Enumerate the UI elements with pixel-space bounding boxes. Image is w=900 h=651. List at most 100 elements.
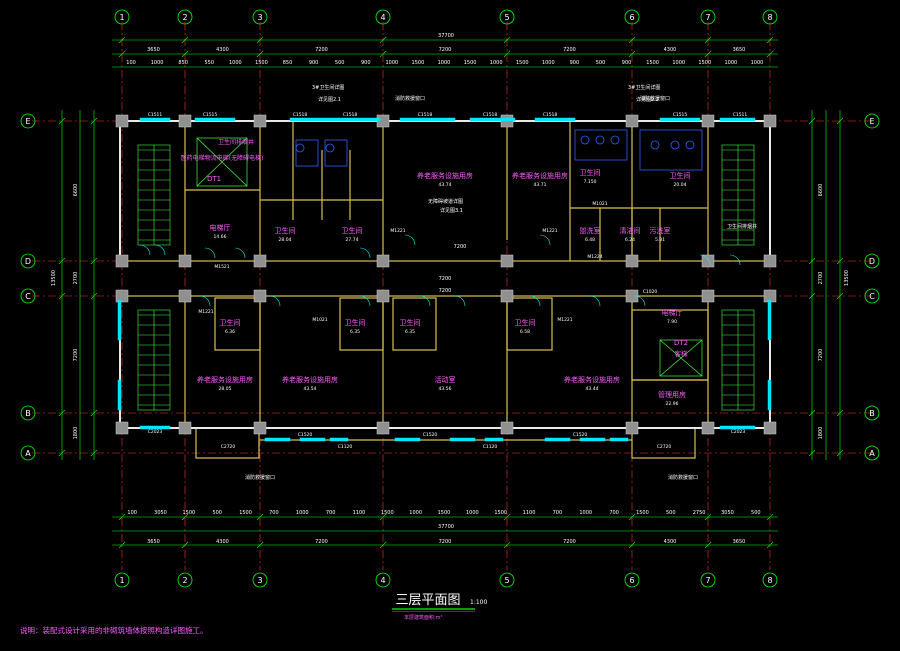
dim-bottom-bay-5: 4300 <box>664 539 677 545</box>
drawing-scale: 1:100 <box>470 599 487 606</box>
room-name-3: 养老服务设施用房 <box>417 171 473 180</box>
dim-top-detail-1: 1000 <box>151 60 164 66</box>
label-window-c2720-b: C2720 <box>657 444 672 450</box>
room-name-10: 卫生间 <box>220 318 241 327</box>
title-block: 三层平面图 1:100 本层建筑面积:m² <box>392 593 487 621</box>
dim-bottom-detail-16: 1000 <box>579 510 592 516</box>
room-name-18: 养老服务设施用房 <box>564 375 620 384</box>
axis-label-col-2-bottom: 2 <box>182 576 187 585</box>
label-shaft-1: 卫生间排烟井 <box>218 138 254 146</box>
label-fire-window-2: 消防救援窗口 <box>245 474 275 481</box>
room-area-8: 6.24 <box>625 237 635 243</box>
dim-bottom-detail-15: 700 <box>553 510 563 516</box>
room-area-6: 20.04 <box>674 182 687 188</box>
dim-bottom-bay-2: 7200 <box>315 539 328 545</box>
axis-label-col-4-bottom: 4 <box>380 576 385 585</box>
label-window-c1518-c: C1518 <box>418 112 433 118</box>
dim-left-2: 2700 <box>73 272 79 285</box>
axis-label-col-4-top: 4 <box>380 13 385 22</box>
room-area-0: 28.04 <box>279 237 292 243</box>
dim-top-detail-11: 1500 <box>412 60 425 66</box>
room-area-1: 27.74 <box>346 237 359 243</box>
windows <box>117 117 772 442</box>
structural-columns <box>115 114 777 435</box>
label-ref-1: 3#卫生间详图 <box>312 84 344 91</box>
dim-right-4: 1800 <box>818 427 824 440</box>
label-fire-window-4: 消防救援窗口 <box>640 95 670 102</box>
label-window-c1518-b: C1518 <box>343 112 358 118</box>
dim-bottom-detail-19: 500 <box>666 510 676 516</box>
room-name-11: 卫生间 <box>345 318 366 327</box>
room-name-16: 养老服务设施用房 <box>282 375 338 384</box>
dim-top-detail-21: 1000 <box>672 60 685 66</box>
label-window-c2023-a: C2023 <box>148 429 163 435</box>
dim-top-detail-10: 1000 <box>385 60 398 66</box>
room-area-3: 43.74 <box>439 182 452 188</box>
dim-top-detail-5: 1500 <box>255 60 268 66</box>
dim-top-detail-16: 1000 <box>542 60 555 66</box>
room-area-19: 22.96 <box>666 401 679 407</box>
dim-top-detail-6: 850 <box>283 60 293 66</box>
axis-label-col-8-top: 8 <box>767 13 772 22</box>
dim-bottom-detail-6: 1000 <box>296 510 309 516</box>
dim-corridor-0: 7200 <box>439 276 452 282</box>
label-window-c1120-a: C1120 <box>338 444 353 450</box>
label-dt2: DT2 <box>674 339 688 347</box>
dim-top-detail-20: 1500 <box>646 60 659 66</box>
label-window-c1020: C1020 <box>643 289 658 295</box>
elevator-dt2 <box>659 339 703 377</box>
door-swings <box>139 234 741 307</box>
dim-top-detail-17: 900 <box>570 60 580 66</box>
label-dt1: DT1 <box>207 175 221 183</box>
stair-left-south <box>137 309 171 411</box>
dim-bottom-detail-8: 1100 <box>353 510 366 516</box>
dim-top-detail-0: 100 <box>126 60 136 66</box>
axis-label-row-B-right: B <box>869 409 875 418</box>
dim-bottom-detail-12: 1000 <box>466 510 479 516</box>
room-area-7: 6.48 <box>585 237 595 243</box>
room-name-6: 卫生间 <box>670 171 691 180</box>
room-name-8: 清洁间 <box>620 226 641 235</box>
room-area-15: 28.05 <box>219 386 232 392</box>
room-name-17: 活动室 <box>435 375 456 384</box>
axis-label-row-B-left: B <box>25 409 31 418</box>
axis-label-row-E-left: E <box>25 117 30 126</box>
dim-bottom-detail-4: 1500 <box>239 510 252 516</box>
dim-bottom-detail-14: 1100 <box>523 510 536 516</box>
dim-bottom-detail-3: 500 <box>212 510 222 516</box>
dim-top-detail-24: 1000 <box>751 60 764 66</box>
dim-overall-bottom: 37700 <box>438 524 454 530</box>
dim-top-bay-0: 3650 <box>147 47 160 53</box>
label-fire-window-1: 消防救援窗口 <box>395 95 425 102</box>
dim-bottom-detail-10: 1000 <box>409 510 422 516</box>
axis-label-col-7-top: 7 <box>705 13 710 22</box>
label-door-m1521: M1521 <box>214 264 229 270</box>
label-door-m1221-a: M1221 <box>390 228 405 234</box>
label-fire-window-3: 消防救援窗口 <box>668 474 698 481</box>
room-name-15: 养老服务设施用房 <box>197 375 253 384</box>
room-area-12: 6.35 <box>405 329 415 335</box>
dim-bottom-detail-13: 1500 <box>494 510 507 516</box>
dim-top-bay-3: 7200 <box>439 47 452 53</box>
axis-label-row-C-right: C <box>869 292 875 301</box>
dim-bottom-detail-18: 1500 <box>636 510 649 516</box>
label-elevator-dt2: 客梯 <box>675 349 689 358</box>
label-window-c1120-b: C1120 <box>483 444 498 450</box>
dim-left-4: 1800 <box>73 427 79 440</box>
room-name-14: 电梯厅 <box>662 308 683 317</box>
room-area-5: 7.150 <box>584 179 597 185</box>
label-door-m1221-c: M1221 <box>198 309 213 315</box>
dim-bottom-detail-2: 1500 <box>183 510 196 516</box>
dim-top-detail-12: 1000 <box>438 60 451 66</box>
dim-top-detail-9: 900 <box>361 60 371 66</box>
label-window-c1515-a: C1515 <box>203 112 218 118</box>
dim-top-detail-22: 1500 <box>698 60 711 66</box>
axis-label-col-3-bottom: 3 <box>257 576 262 585</box>
dim-top-detail-4: 1000 <box>229 60 242 66</box>
label-ref-2: 3#卫生间详图 <box>628 84 660 91</box>
dim-top-detail-8: 500 <box>335 60 345 66</box>
dim-right-1: 13500 <box>844 270 850 286</box>
dim-top-detail-23: 1000 <box>725 60 738 66</box>
dim-bottom-bay-3: 7200 <box>439 539 452 545</box>
